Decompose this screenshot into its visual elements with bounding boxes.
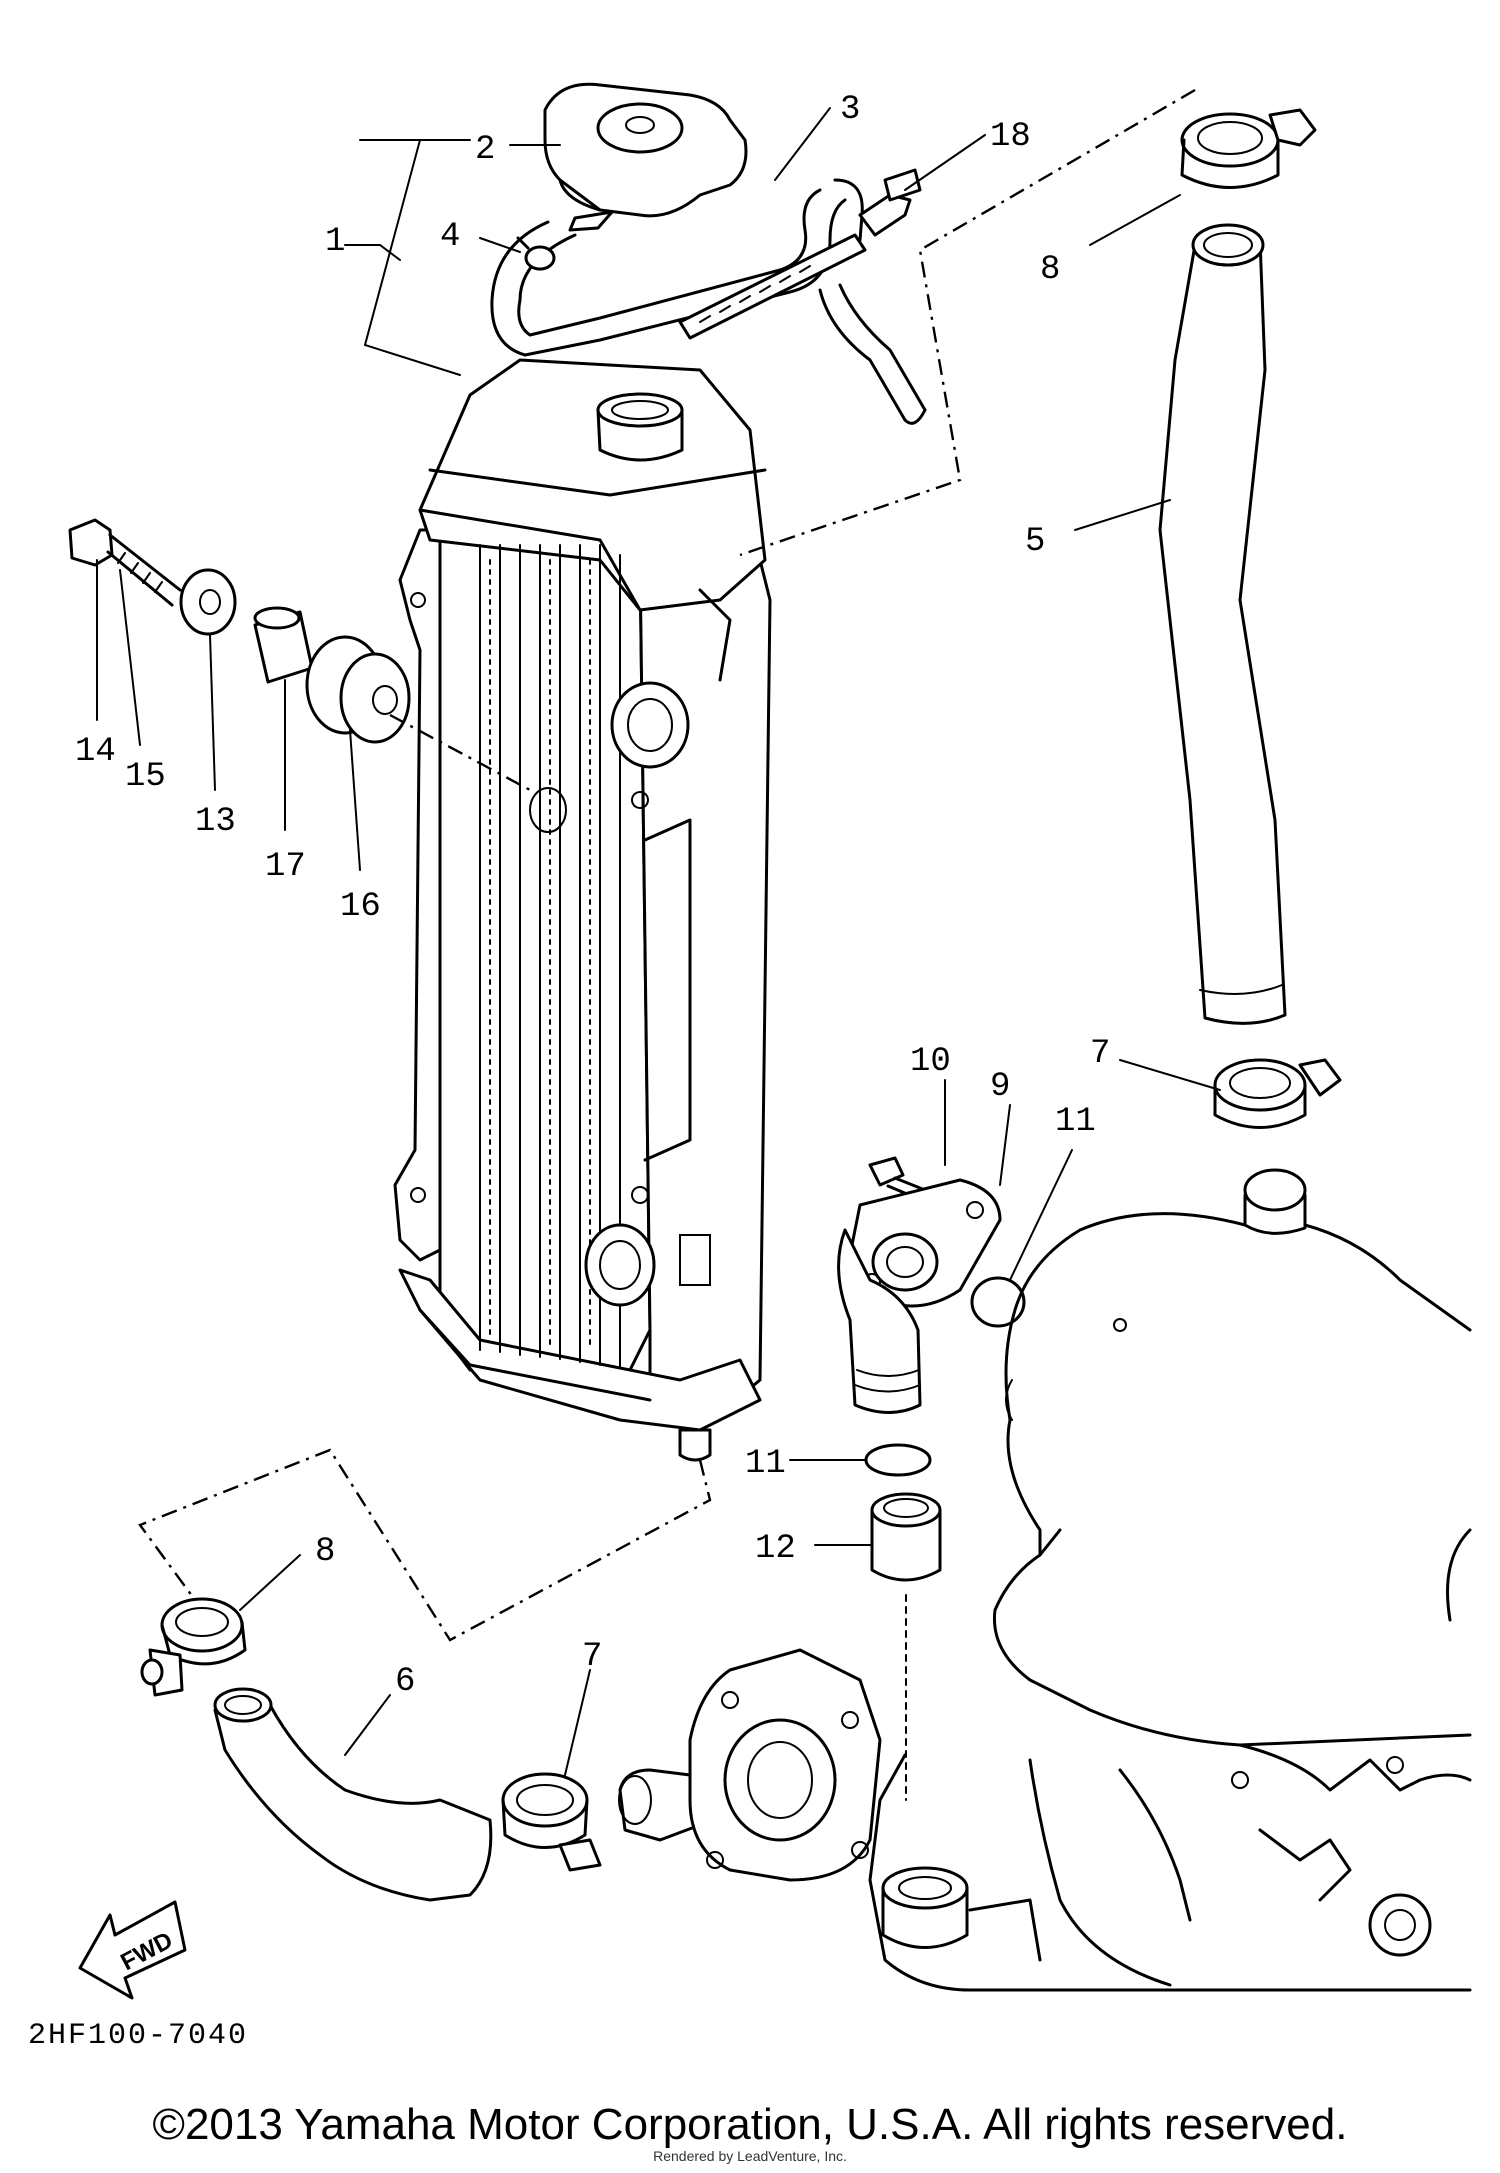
upper-hose [1158, 108, 1342, 1129]
cable-band [678, 168, 922, 340]
callout-18: 18 [990, 118, 1031, 156]
radiator-cap [543, 82, 748, 232]
callout-7-top: 7 [1090, 1035, 1110, 1073]
callout-8-top: 8 [1040, 251, 1060, 289]
callout-16: 16 [340, 888, 381, 926]
pump-outlet [837, 1156, 1026, 1801]
lower-hose [140, 1597, 882, 1902]
fwd-arrow: FWD [78, 1900, 187, 2000]
callout-11-upper: 11 [1055, 1103, 1096, 1141]
callout-4: 4 [440, 218, 460, 256]
mount-hardware [68, 518, 567, 833]
drawing-code: 2HF100-7040 [28, 2019, 248, 2053]
callout-13: 13 [195, 803, 236, 841]
callout-5: 5 [1025, 523, 1045, 561]
callout-2: 2 [475, 131, 495, 169]
callout-14: 14 [75, 733, 116, 771]
callout-7-lower: 7 [582, 1638, 602, 1676]
callout-17: 17 [265, 848, 306, 886]
leader-lines [96, 88, 1221, 1776]
callout-9: 9 [990, 1068, 1010, 1106]
rendered-by-note: Rendered by LeadVenture, Inc. [653, 2148, 847, 2164]
callout-12: 12 [755, 1530, 796, 1568]
callout-15: 15 [125, 758, 166, 796]
callout-1: 1 [325, 223, 345, 261]
engine-casing [868, 1168, 1472, 1992]
callout-8-lower: 8 [315, 1533, 335, 1571]
callout-6: 6 [395, 1663, 415, 1701]
callouts: 1 2 3 4 18 8 5 14 15 13 17 16 10 9 7 11 … [75, 91, 1110, 1701]
callout-10: 10 [910, 1043, 951, 1081]
copyright-notice: ©2013 Yamaha Motor Corporation, U.S.A. A… [152, 2100, 1348, 2149]
callout-3: 3 [840, 91, 860, 129]
callout-11-lower: 11 [745, 1445, 786, 1483]
overflow-hose [490, 178, 927, 425]
radiator [393, 358, 772, 1462]
